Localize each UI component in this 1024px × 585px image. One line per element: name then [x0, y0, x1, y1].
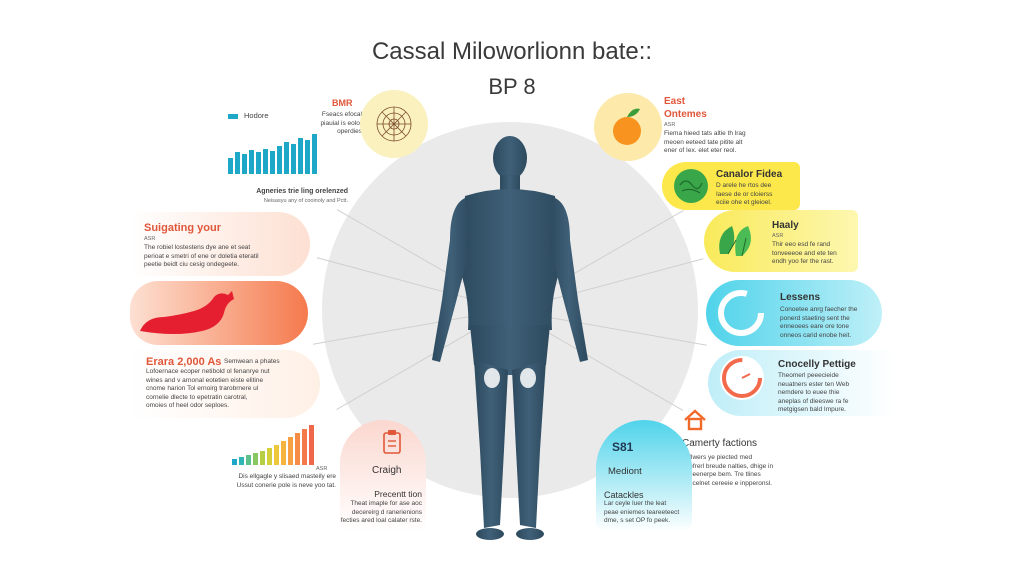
human-body-figure [432, 136, 588, 540]
leaves-icon [719, 226, 751, 257]
camerty-text: Fellwers ye piected med beefrerl breude … [682, 454, 774, 487]
mediont-number: S81 [612, 440, 634, 454]
gradient-bars-chart [232, 420, 342, 465]
bars2-sub: ASR [316, 466, 328, 472]
cnoc-heading: Cnocelly Pettige [778, 359, 856, 370]
bars2-text: Dis ellgagle y slisaed masteily ere Ussu… [236, 473, 336, 489]
mediont-panel [596, 420, 692, 532]
cell-icon [674, 169, 708, 203]
craigh-panel [340, 420, 426, 532]
lessens-text: Conoetee anrg faecher the ponerd staetin… [780, 306, 858, 339]
legend-swatch [228, 114, 238, 119]
bmr-heading: BMR [332, 98, 353, 108]
mediont-label: Mediont [608, 466, 642, 477]
east-sub: ASR [664, 122, 676, 128]
stomach-icon [140, 291, 234, 334]
house-icon [684, 409, 706, 431]
erara-text: Lofoernace ecoper netibold ol fenanrye n… [146, 368, 270, 409]
hodore-subheading: Agneries trie ling orelenzed [256, 188, 348, 195]
lessens-heading: Lessens [780, 292, 821, 303]
page-subtitle: BP 8 [488, 74, 536, 99]
cnoc-text: Theomerl peeecieide neuatners ester ten … [778, 372, 850, 413]
suigating-text: The robiel lostestens dye ane et seat pe… [144, 244, 259, 268]
suigating-heading: Suigating your [144, 222, 221, 234]
east-heading: East [664, 96, 686, 107]
catackles-text: Lar ceyle luer the leat peae eniemes tea… [604, 500, 680, 524]
digestion-panel [130, 281, 308, 345]
hodore-text: Neisasyu any of cooinoly and Pctt. [263, 198, 348, 204]
haaly-text: Thir eeo esd fe rand tonveeeoe and ete t… [772, 241, 837, 265]
craigh-subheading: Precentt tion [374, 489, 422, 499]
craigh-text: Theat imaple for ase aoc decereirg d ran… [340, 500, 422, 524]
canalor-heading: Canalor Fidea [716, 169, 783, 180]
east-subheading: Ontemes [664, 109, 707, 120]
erara-panel [130, 350, 320, 418]
suigating-panel [130, 212, 310, 276]
haaly-sub: ASR [772, 233, 784, 239]
east-text: Fiema hieed tats altie th lrag meoen eet… [664, 130, 746, 154]
east-icon-circle [594, 93, 662, 161]
hodore-chart: Hodore [222, 111, 342, 192]
bmr-icon-circle [360, 90, 428, 158]
ring-icon [718, 290, 764, 336]
canalor-text: D arele he rtos dee Iaese de or cloierss… [716, 182, 773, 206]
catackles-heading: Catackles [604, 490, 644, 500]
erara-intro: Semwean a phates [224, 358, 280, 365]
mandala-icon [376, 106, 412, 142]
page-title: Cassal Miloworlionn bate:: [371, 38, 653, 65]
camerty-heading: Camerty factions [682, 438, 758, 449]
bmr-text: Fseacs efocal piauial is eolor operdies [320, 111, 362, 135]
clipboard-icon [383, 430, 401, 454]
orange-fruit-icon [613, 108, 641, 145]
haaly-heading: Haaly [772, 220, 799, 231]
suigating-sub: ASR [144, 236, 156, 242]
hodore-bars [228, 134, 338, 174]
erara-heading: Erara 2,000 As [146, 356, 222, 368]
craigh-heading: Craigh [372, 465, 402, 476]
hodore-heading: Hodore [244, 111, 269, 120]
gauge-icon [720, 356, 764, 400]
